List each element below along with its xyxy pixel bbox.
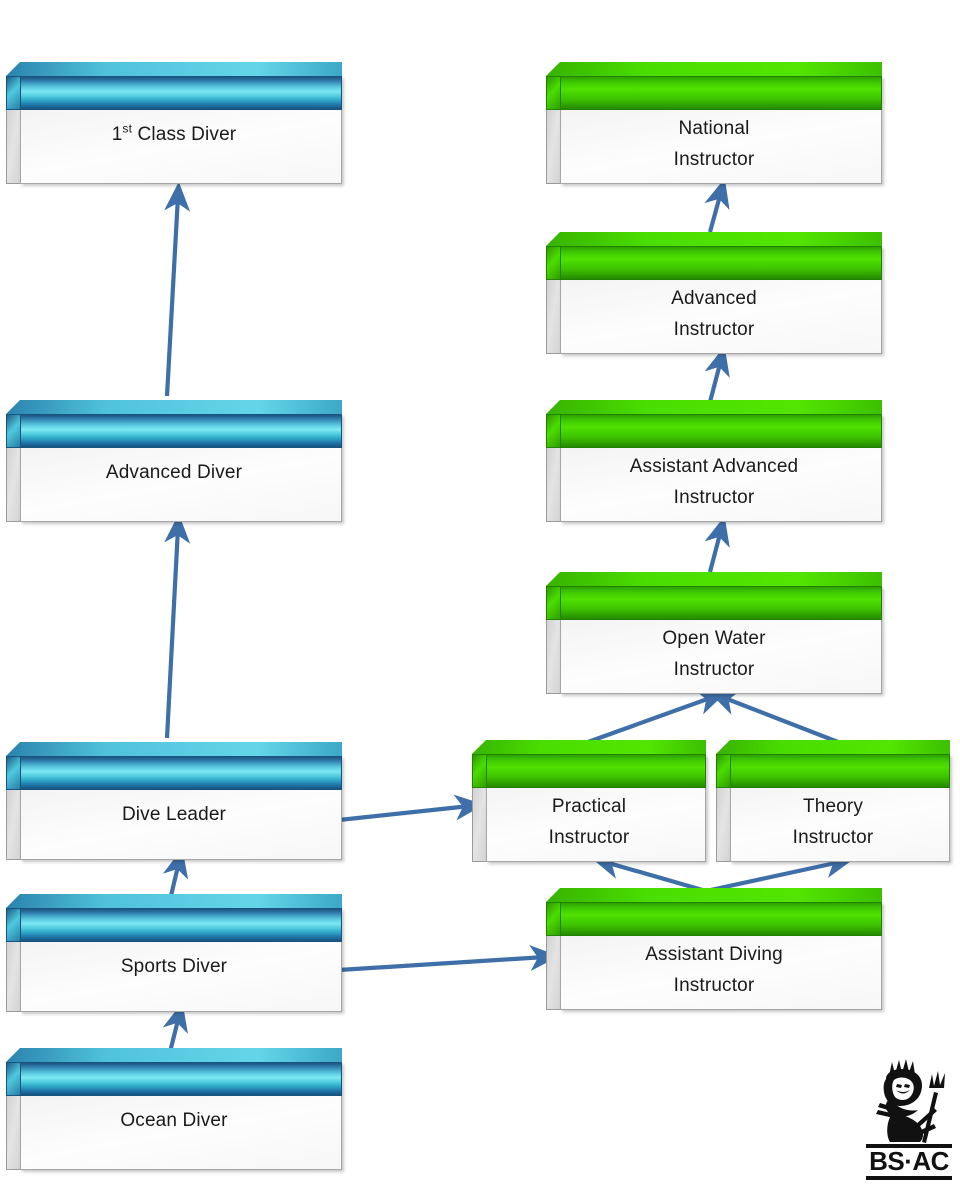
bsac-logo: BS·AC (866, 1056, 952, 1188)
node-label-line2: Instructor (673, 486, 755, 508)
arrow-assistant-diving-instructor-to-practical-instructor (591, 853, 707, 894)
box-header-cap (6, 1062, 20, 1096)
box-lid (546, 232, 882, 246)
box-header-cap (546, 902, 560, 936)
node-theory-instructor[interactable]: Theory Instructor (716, 740, 950, 862)
node-label-rest: Class Diver (132, 124, 237, 145)
arrow-theory-instructor-to-open-water-instructor (708, 690, 839, 744)
node-label-assistant-diving-instructor: Assistant Diving Instructor (546, 940, 882, 1002)
node-national-instructor[interactable]: National Instructor (546, 62, 882, 184)
box-header (486, 754, 706, 788)
box-header (20, 414, 342, 448)
box-lid (716, 740, 950, 754)
node-dive-leader[interactable]: Dive Leader (6, 742, 342, 860)
box-header (730, 754, 950, 788)
node-assistant-diving-instructor[interactable]: Assistant Diving Instructor (546, 888, 882, 1010)
box-lid (546, 572, 882, 586)
node-label-line2: Instructor (673, 318, 755, 340)
box-header (20, 908, 342, 942)
arrow-dive-leader-to-advanced-diver (164, 513, 191, 739)
box-lid (546, 400, 882, 414)
bsac-wordmark-dot: · (904, 1146, 913, 1177)
node-label-superscript: st (122, 121, 133, 136)
box-lid (472, 740, 706, 754)
node-label-line1: Assistant Diving (645, 944, 783, 965)
box-header (20, 76, 342, 110)
node-label-practical-instructor: Practical Instructor (472, 792, 706, 854)
node-label-line1: National (678, 118, 750, 139)
node-label-line1: Assistant Advanced (629, 456, 799, 477)
box-lid (6, 1048, 342, 1062)
node-label-line2: Instructor (673, 148, 755, 170)
arrow-practical-instructor-to-open-water-instructor (587, 689, 727, 744)
node-label-line2: Instructor (673, 658, 755, 680)
box-lid (6, 62, 342, 76)
box-header (560, 902, 882, 936)
node-label-national-instructor: National Instructor (546, 114, 882, 176)
box-header-cap (716, 754, 730, 788)
node-label-line2: Instructor (548, 826, 630, 848)
arrow-open-water-instructor-to-assistant-advanced-instructor (704, 516, 730, 573)
node-label-line1: Advanced (671, 288, 757, 309)
box-lid (6, 400, 342, 414)
box-header-cap (546, 414, 560, 448)
box-header (20, 756, 342, 790)
bsac-wordmark-part2: AC (912, 1146, 949, 1177)
node-first-class-diver[interactable]: 1st Class Diver (6, 62, 342, 184)
box-header-cap (472, 754, 486, 788)
node-label-advanced-diver: Advanced Diver (105, 462, 243, 483)
arrow-advanced-instructor-to-national-instructor (704, 178, 730, 233)
box-header-cap (6, 76, 20, 110)
node-label-line2: Instructor (673, 974, 755, 996)
box-header-cap (546, 76, 560, 110)
arrow-dive-leader-to-practical-instructor (338, 794, 485, 823)
node-advanced-diver[interactable]: Advanced Diver (6, 400, 342, 522)
box-lid (546, 888, 882, 902)
box-header (560, 586, 882, 620)
node-label-line1: Theory (802, 796, 864, 817)
box-header-cap (6, 908, 20, 942)
node-advanced-instructor[interactable]: Advanced Instructor (546, 232, 882, 354)
arrow-ocean-diver-to-sports-diver (162, 1002, 188, 1053)
box-header (20, 1062, 342, 1096)
node-label-line1: Open Water (662, 628, 766, 649)
node-label-dive-leader: Dive Leader (121, 804, 227, 825)
node-label-number: 1 (111, 124, 123, 145)
box-header-cap (546, 246, 560, 280)
box-header-cap (546, 586, 560, 620)
node-practical-instructor[interactable]: Practical Instructor (472, 740, 706, 862)
node-ocean-diver[interactable]: Ocean Diver (6, 1048, 342, 1170)
box-header (560, 414, 882, 448)
node-label-line2: Instructor (792, 826, 874, 848)
node-label-theory-instructor: Theory Instructor (716, 792, 950, 854)
node-label-ocean-diver: Ocean Diver (120, 1110, 228, 1131)
node-open-water-instructor[interactable]: Open Water Instructor (546, 572, 882, 694)
arrow-advanced-diver-to-first-class-diver (164, 181, 191, 397)
box-header (560, 76, 882, 110)
box-header-cap (6, 756, 20, 790)
node-sports-diver[interactable]: Sports Diver (6, 894, 342, 1012)
box-lid (6, 742, 342, 756)
bsac-wordmark: BS·AC (866, 1144, 952, 1180)
box-lid (546, 62, 882, 76)
node-label-open-water-instructor: Open Water Instructor (546, 624, 882, 686)
node-label-first-class-diver: 1st Class Diver (6, 120, 342, 151)
arrow-assistant-advanced-instructor-to-advanced-instructor (704, 346, 730, 403)
bsac-neptune-icon (876, 1059, 945, 1143)
arrow-assistant-diving-instructor-to-theory-instructor (705, 852, 854, 894)
node-label-line1: Practical (551, 796, 627, 817)
node-label-advanced-instructor: Advanced Instructor (546, 284, 882, 346)
box-header (560, 246, 882, 280)
node-label-sports-diver: Sports Diver (120, 956, 228, 977)
box-header-cap (6, 414, 20, 448)
box-lid (6, 894, 342, 908)
node-label-assistant-advanced-instructor: Assistant Advanced Instructor (546, 452, 882, 514)
arrow-sports-diver-to-assistant-diving-instructor (338, 944, 560, 973)
bsac-wordmark-part1: BS (869, 1146, 905, 1177)
node-assistant-advanced-instructor[interactable]: Assistant Advanced Instructor (546, 400, 882, 522)
